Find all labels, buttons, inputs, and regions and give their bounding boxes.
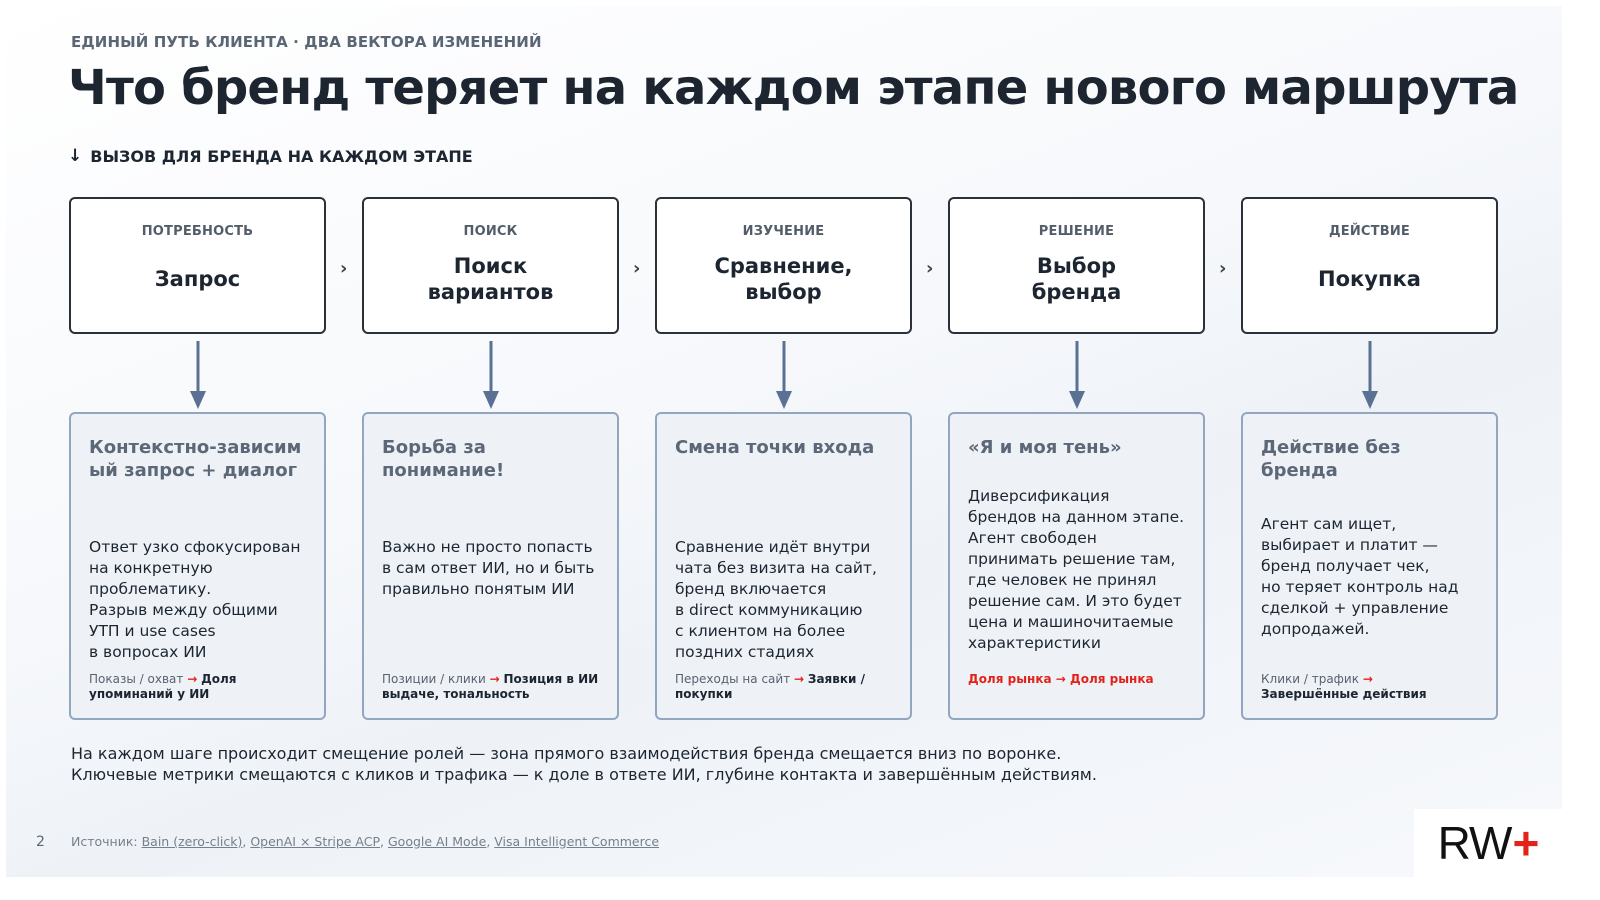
arrow-down-icon	[190, 341, 206, 409]
card-metric: Показы / охват → Доля упоминаний у ИИ	[89, 672, 314, 702]
stage-name: Запрос	[154, 266, 241, 291]
arrow-right-icon: →	[1055, 672, 1066, 686]
stage-category: ДЕЙСТВИЕ	[1328, 224, 1410, 239]
card-metric: Переходы на сайт → Заявки / покупки	[675, 672, 900, 702]
metric-to: Завершённые действия	[1261, 687, 1427, 701]
arrow-right-icon: →	[187, 672, 198, 686]
challenge-card-action: Действие без бренда Агент сам ищет, выби…	[1241, 412, 1498, 720]
metric-from: Доля рынка	[968, 672, 1052, 686]
metric-to: Доля упоминаний у ИИ	[89, 672, 237, 701]
stage-box-need: ПОТРЕБНОСТЬ Запрос	[69, 197, 326, 334]
chevron-right-icon: ›	[633, 258, 641, 279]
summary-line: На каждом шаге происходит смещение ролей…	[71, 744, 1062, 763]
card-body: Важно не просто попасть в сам ответ ИИ, …	[382, 538, 595, 598]
summary: На каждом шаге происходит смещение ролей…	[71, 743, 1097, 785]
metric-to: Доля рынка	[1070, 672, 1154, 686]
section-label-text: ВЫЗОВ ДЛЯ БРЕНДА НА КАЖДОМ ЭТАПЕ	[90, 146, 473, 166]
arrow-down-icon	[776, 341, 792, 409]
stage-name: Поиск вариантов	[427, 253, 554, 304]
arrow-down-icon	[1069, 341, 1085, 409]
metric-to: Заявки / покупки	[675, 672, 865, 701]
card-title: Смена точки входа	[675, 437, 875, 458]
plus-icon: +	[1512, 817, 1539, 869]
card-title: Контекстно-зависим ый запрос + диалог	[89, 437, 302, 481]
card-metric: Клики / трафик → Завершённые действия	[1261, 672, 1486, 702]
arrow-down-icon: ↓	[68, 146, 83, 166]
card-metric: Доля рынка → Доля рынка	[968, 672, 1193, 687]
stage-box-search: ПОИСК Поиск вариантов	[362, 197, 619, 334]
stage-category: ИЗУЧЕНИЕ	[742, 224, 825, 239]
chevron-right-icon: ›	[340, 258, 348, 279]
stage-name: Покупка	[1318, 266, 1421, 291]
slide: ЕДИНЫЙ ПУТЬ КЛИЕНТА · ДВА ВЕКТОРА ИЗМЕНЕ…	[6, 6, 1562, 877]
chevron-right-icon: ›	[1219, 258, 1227, 279]
source-line: Источник: Bain (zero-click), OpenAI × St…	[71, 834, 660, 849]
card-metric: Позиции / клики → Позиция в ИИ выдаче, т…	[382, 672, 607, 702]
stage-category: РЕШЕНИЕ	[1038, 224, 1115, 239]
stage-category: ПОИСК	[463, 224, 518, 239]
metric-to: Позиция в ИИ выдаче, тональность	[382, 672, 599, 701]
metric-from: Клики / трафик	[1261, 672, 1359, 686]
source-link[interactable]: Visa Intelligent Commerce	[494, 834, 660, 849]
arrow-right-icon: →	[1362, 672, 1373, 686]
stage-name: Выбор бренда	[1031, 253, 1122, 304]
stage-box-research: ИЗУЧЕНИЕ Сравнение, выбор	[655, 197, 912, 334]
logo-text: RW+	[1437, 817, 1540, 869]
page-title: Что бренд теряет на каждом этапе нового …	[68, 60, 1519, 116]
stage-category: ПОТРЕБНОСТЬ	[141, 224, 254, 239]
stage-box-action: ДЕЙСТВИЕ Покупка	[1241, 197, 1498, 334]
kicker: ЕДИНЫЙ ПУТЬ КЛИЕНТА · ДВА ВЕКТОРА ИЗМЕНЕ…	[71, 33, 542, 51]
challenge-card-need: Контекстно-зависим ый запрос + диалог От…	[69, 412, 326, 720]
challenge-card-decision: «Я и моя тень» Диверсификация брендов на…	[948, 412, 1205, 720]
card-body: Сравнение идёт внутри чата без визита на…	[675, 538, 877, 661]
challenge-card-research: Смена точки входа Сравнение идёт внутри …	[655, 412, 912, 720]
stage-name: Сравнение, выбор	[714, 253, 853, 304]
source-link[interactable]: Bain (zero-click)	[141, 834, 243, 849]
page-number: 2	[36, 834, 45, 850]
source-link[interactable]: OpenAI × Stripe ACP	[250, 834, 381, 849]
card-body: Диверсификация брендов на данном этапе. …	[968, 487, 1185, 652]
card-title: «Я и моя тень»	[968, 437, 1122, 458]
source-label: Источник:	[71, 834, 138, 849]
section-label: ↓ ВЫЗОВ ДЛЯ БРЕНДА НА КАЖДОМ ЭТАПЕ	[68, 146, 473, 166]
challenge-card-search: Борьба за понимание! Важно не просто поп…	[362, 412, 619, 720]
stage-box-decision: РЕШЕНИЕ Выбор бренда	[948, 197, 1205, 334]
logo: RW+	[1414, 809, 1562, 877]
arrow-right-icon: →	[489, 672, 500, 686]
card-body: Ответ узко сфокусирован на конкретную пр…	[89, 538, 301, 661]
card-title: Действие без бренда	[1261, 437, 1401, 481]
source-link[interactable]: Google AI Mode	[387, 834, 487, 849]
card-title: Борьба за понимание!	[382, 437, 505, 481]
metric-from: Позиции / клики	[382, 672, 486, 686]
card-body: Агент сам ищет, выбирает и платит — брен…	[1261, 515, 1459, 638]
summary-line: Ключевые метрики смещаются с кликов и тр…	[71, 765, 1097, 784]
metric-from: Показы / охват	[89, 672, 184, 686]
arrow-down-icon	[483, 341, 499, 409]
metric-from: Переходы на сайт	[675, 672, 791, 686]
chevron-right-icon: ›	[926, 258, 934, 279]
arrow-down-icon	[1362, 341, 1378, 409]
arrow-right-icon: →	[794, 672, 805, 686]
